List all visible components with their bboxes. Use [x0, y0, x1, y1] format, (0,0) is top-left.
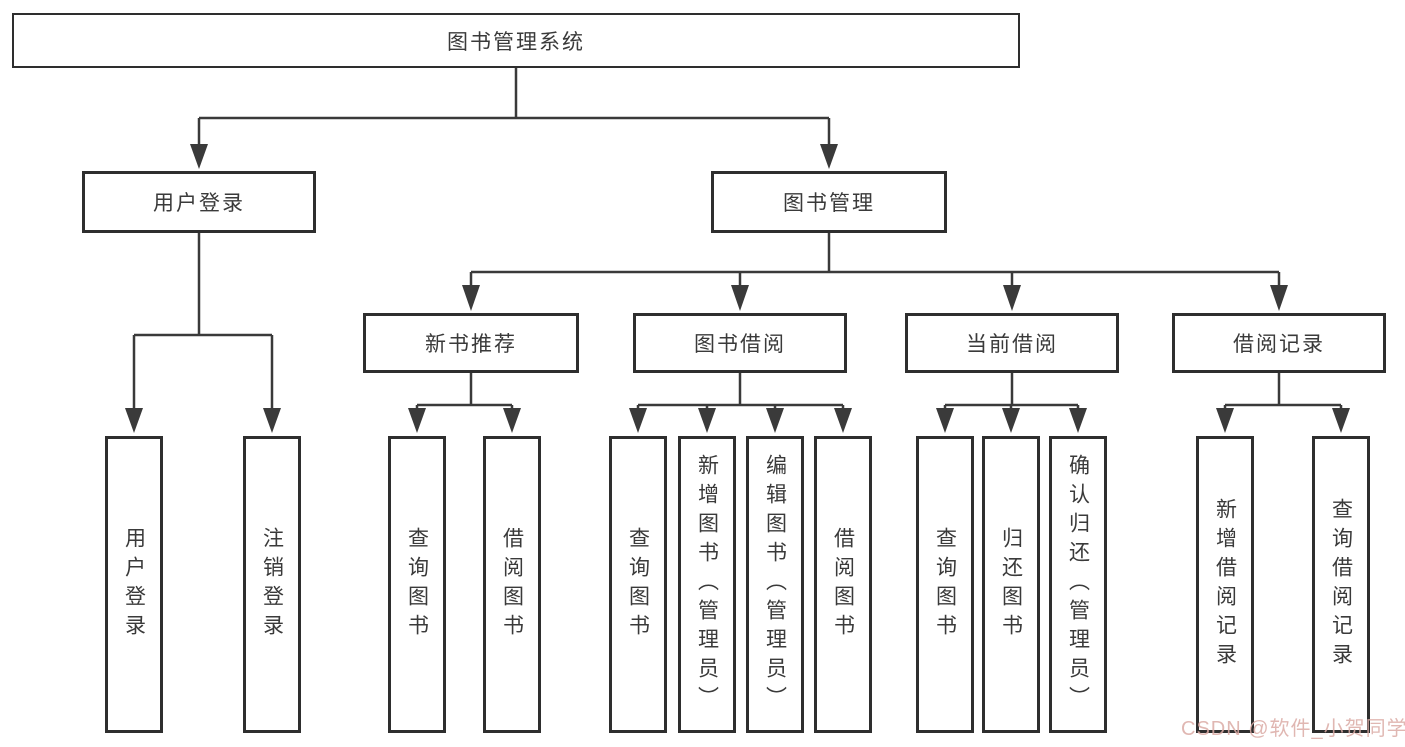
leaf-logout: 注销登录: [243, 436, 301, 733]
leaf-user-login: 用户登录: [105, 436, 163, 733]
leaf-query-books-borrowing: 查询图书: [609, 436, 667, 733]
leaf-query-books-recommend: 查询图书: [388, 436, 446, 733]
node-current-borrowing: 当前借阅: [905, 313, 1119, 373]
node-new-book-recommendation: 新书推荐: [363, 313, 579, 373]
node-root: 图书管理系统: [12, 13, 1020, 68]
leaf-borrow-books-borrowing: 借阅图书: [814, 436, 872, 733]
node-borrowing-records: 借阅记录: [1172, 313, 1386, 373]
arrowheads: [125, 144, 1350, 433]
leaf-confirm-return-admin: 确认归还（管理员）: [1049, 436, 1107, 733]
leaf-edit-book-admin: 编辑图书（管理员）: [746, 436, 804, 733]
connector-paths: [132, 68, 1343, 412]
node-book-management: 图书管理: [711, 171, 947, 233]
csdn-watermark: CSDN @软件_小贺同学: [1181, 718, 1405, 740]
node-book-borrowing: 图书借阅: [633, 313, 847, 373]
leaf-add-borrow-record: 新增借阅记录: [1196, 436, 1254, 733]
leaf-query-books-current: 查询图书: [916, 436, 974, 733]
leaf-borrow-books-recommend: 借阅图书: [483, 436, 541, 733]
leaf-add-book-admin: 新增图书（管理员）: [678, 436, 736, 733]
node-user-login: 用户登录: [82, 171, 316, 233]
leaf-return-book: 归还图书: [982, 436, 1040, 733]
leaf-query-borrow-record: 查询借阅记录: [1312, 436, 1370, 733]
